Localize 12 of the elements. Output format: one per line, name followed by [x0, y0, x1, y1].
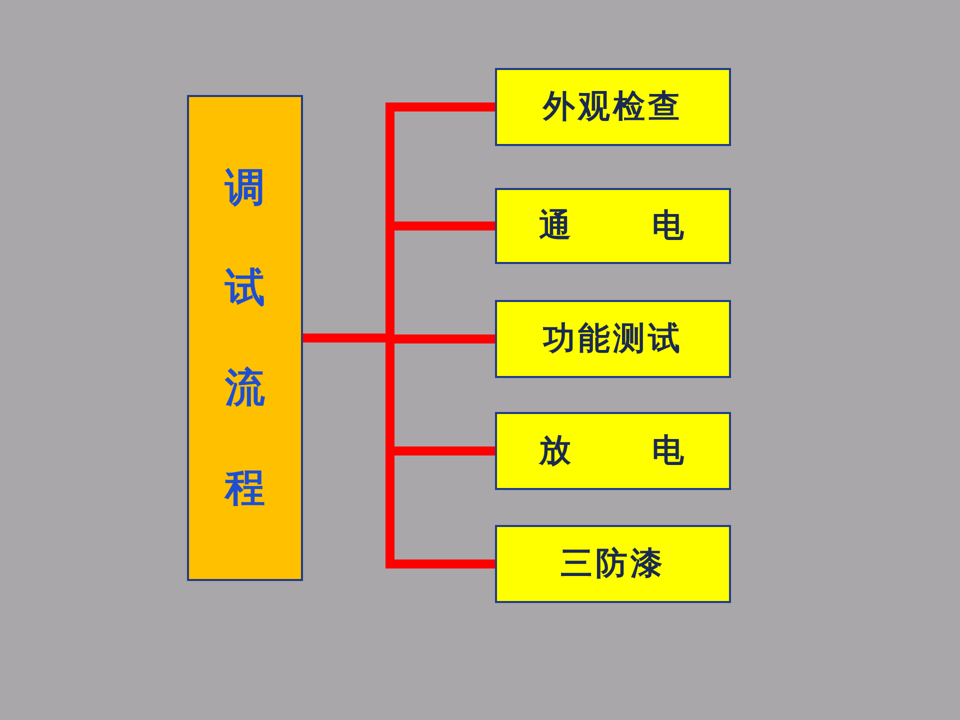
- title-box: [187, 95, 303, 581]
- step-label: 外观检查: [543, 86, 683, 127]
- step-box: [495, 68, 731, 146]
- step-label: 功能测试: [543, 318, 683, 359]
- step-box: [495, 412, 731, 490]
- title-text: 调试流程: [223, 164, 266, 513]
- step-label: 三防漆: [560, 543, 666, 584]
- step-label: 通 电: [538, 205, 688, 246]
- step-box: [495, 300, 731, 378]
- step-box: [495, 188, 731, 264]
- step-box: [495, 525, 731, 603]
- step-label: 放 电: [538, 430, 688, 471]
